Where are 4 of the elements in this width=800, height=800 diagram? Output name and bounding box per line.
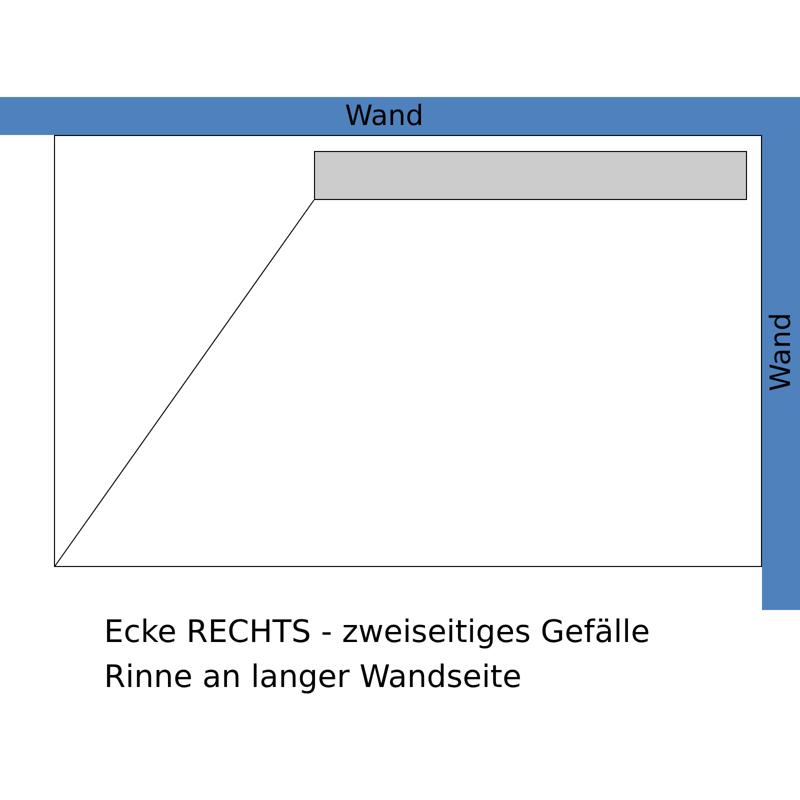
- wall-label: Wand: [767, 312, 795, 392]
- caption-text: Ecke RECHTS - zweiseitiges Gefälle: [104, 617, 650, 648]
- caption-text: Rinne an langer Wandseite: [104, 662, 522, 693]
- wall-label: Wand: [345, 102, 424, 130]
